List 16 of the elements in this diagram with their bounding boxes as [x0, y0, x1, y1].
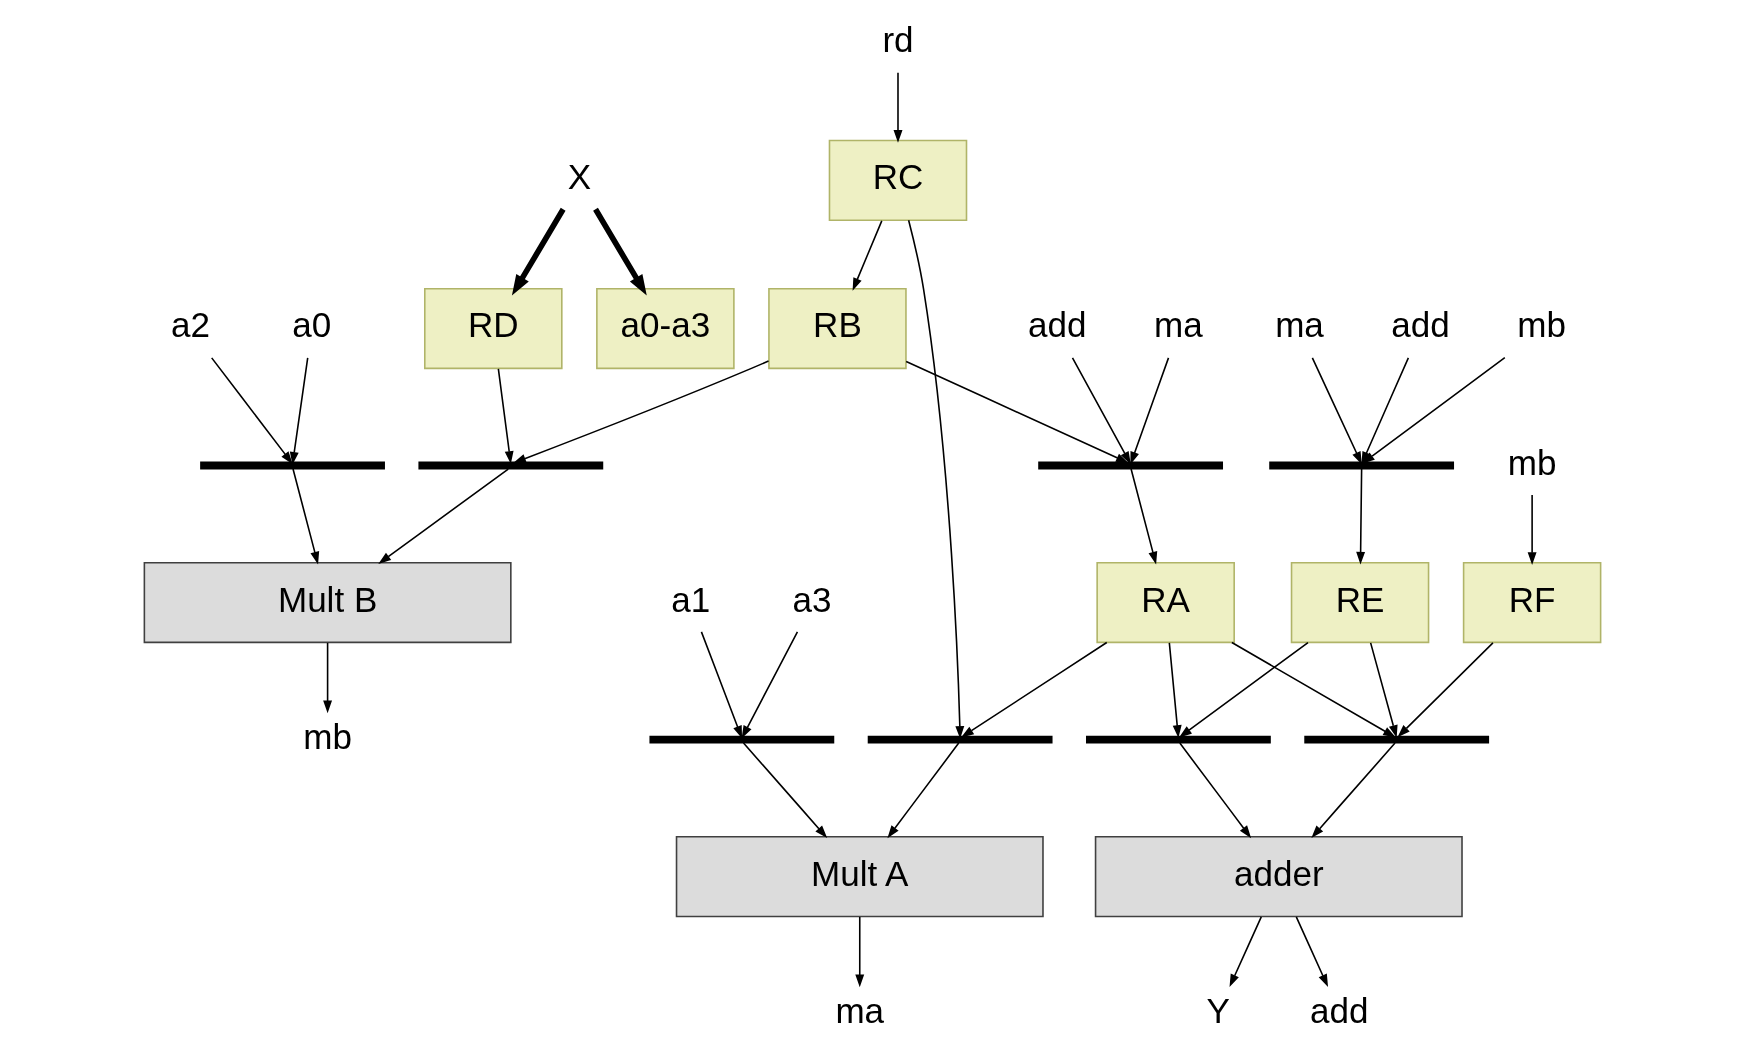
node-text: a2	[170, 305, 210, 345]
node-text: ma	[834, 990, 884, 1030]
node-text: mb	[302, 716, 352, 756]
node-text: mb	[1516, 305, 1566, 345]
node-text: X	[567, 157, 591, 197]
node-text: a3	[791, 579, 831, 619]
node-text: Y	[1206, 990, 1230, 1030]
node-text: add	[1309, 990, 1369, 1030]
node-text: add	[1390, 305, 1450, 345]
node-text: mb	[1507, 442, 1556, 482]
node-text: add	[1027, 305, 1087, 345]
node-text: rd	[881, 20, 914, 60]
node-text: a0	[291, 305, 331, 345]
node-text: ma	[1153, 305, 1203, 345]
node-text: ma	[1274, 305, 1324, 345]
node-text: a1	[670, 579, 710, 619]
